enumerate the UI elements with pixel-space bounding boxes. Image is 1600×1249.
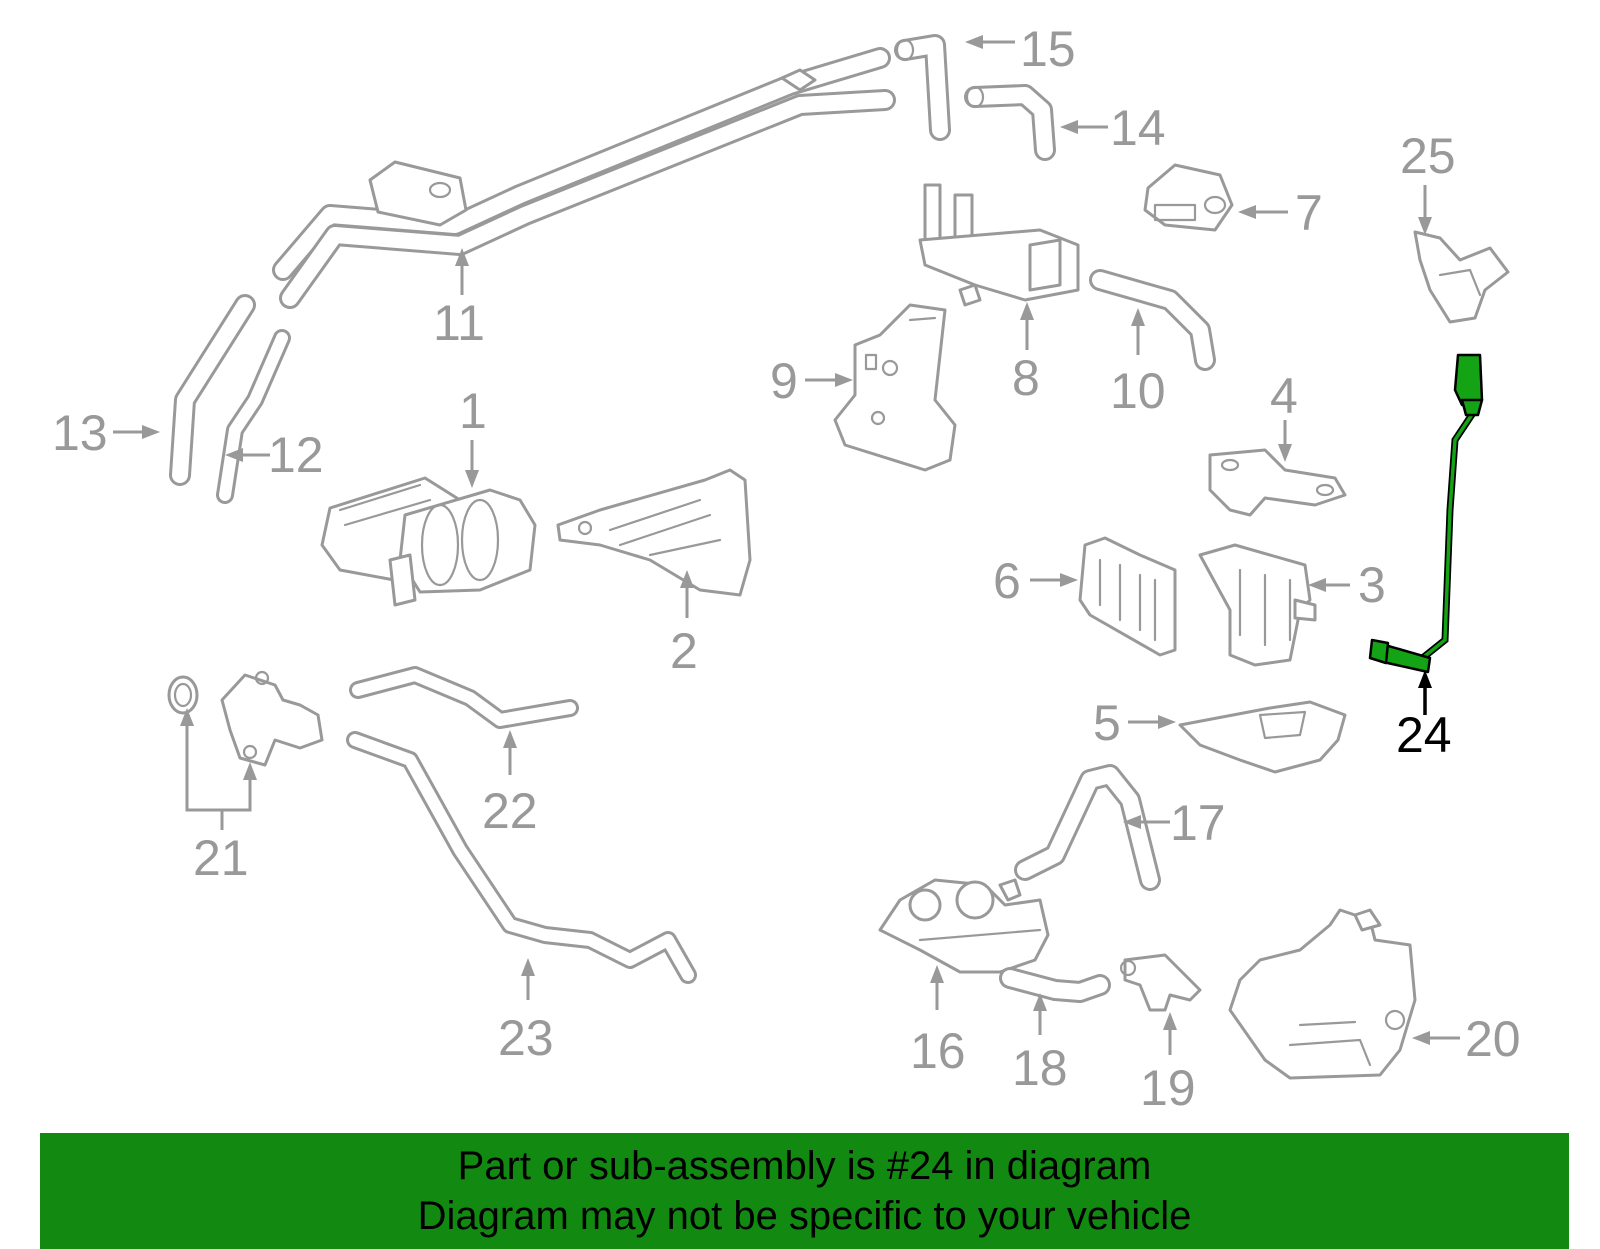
- callout-label-13: 13: [52, 405, 108, 461]
- callout-17: 17: [1123, 795, 1226, 851]
- part-5-bracket: [1178, 700, 1347, 774]
- callout-label-15: 15: [1020, 21, 1076, 77]
- callout-25: 25: [1400, 128, 1456, 235]
- banner-line-disclaimer: Diagram may not be specific to your vehi…: [417, 1194, 1192, 1238]
- callout-label-7: 7: [1295, 185, 1323, 241]
- callout-label-8: 8: [1012, 350, 1040, 406]
- callout-8: 8: [1012, 302, 1040, 406]
- callout-label-5: 5: [1093, 695, 1121, 751]
- callout-12: 12: [225, 427, 324, 483]
- part-13-hose: [169, 294, 256, 486]
- callout-label-10: 10: [1110, 363, 1166, 419]
- callout-22: 22: [482, 730, 538, 839]
- callout-label-16: 16: [910, 1023, 966, 1079]
- callout-label-19: 19: [1140, 1060, 1196, 1116]
- callout-label-24: 24: [1396, 707, 1452, 763]
- part-23-hose: [346, 731, 697, 984]
- callout-6: 6: [993, 553, 1078, 609]
- part-14-elbow-hose: [964, 84, 1056, 161]
- part-24-oxygen-sensor: [1368, 353, 1484, 674]
- part-22-hose: [349, 666, 579, 729]
- part-25-bracket: [1413, 230, 1510, 324]
- callout-label-2: 2: [670, 623, 698, 679]
- callout-19: 19: [1140, 1012, 1196, 1116]
- callout-label-17: 17: [1170, 795, 1226, 851]
- part-17-hose: [1014, 764, 1161, 891]
- part-11-tube-assembly: [272, 47, 896, 309]
- part-3-bracket: [1198, 543, 1317, 667]
- part-6-bracket: [1078, 536, 1177, 657]
- callout-20: 20: [1412, 1011, 1521, 1067]
- callout-label-22: 22: [482, 783, 538, 839]
- callout-2: 2: [670, 570, 698, 679]
- callout-label-23: 23: [498, 1010, 554, 1066]
- banner-line-part-number: Part or sub-assembly is #24 in diagram: [457, 1144, 1152, 1188]
- callout-18: 18: [1012, 993, 1068, 1096]
- callout-label-11: 11: [433, 295, 485, 351]
- callout-7: 7: [1238, 185, 1323, 241]
- callout-9: 9: [770, 353, 853, 409]
- part-19-valve: [1119, 953, 1202, 1012]
- callout-24-highlighted: 24: [1396, 670, 1452, 763]
- callout-label-9: 9: [770, 353, 798, 409]
- notice-banner: Part or sub-assembly is #24 in diagram D…: [40, 1133, 1569, 1249]
- callout-label-12: 12: [268, 427, 324, 483]
- callout-1: 1: [459, 383, 487, 488]
- callout-4: 4: [1270, 368, 1298, 462]
- callout-11: 11: [433, 248, 485, 351]
- part-10-hose: [1089, 269, 1216, 371]
- part-16-pump: [878, 878, 1050, 974]
- callout-label-1: 1: [459, 383, 487, 439]
- part-15-elbow-hose: [894, 34, 951, 141]
- callout-label-4: 4: [1270, 368, 1298, 424]
- part-12-hose: [216, 329, 291, 504]
- callout-5: 5: [1093, 695, 1176, 751]
- part-20-bracket: [1228, 908, 1417, 1080]
- callout-label-20: 20: [1465, 1011, 1521, 1067]
- callout-label-21: 21: [193, 830, 249, 886]
- part-7-sensor: [1143, 163, 1234, 232]
- part-18-hose: [999, 967, 1111, 1003]
- part-9-bracket: [833, 303, 957, 472]
- callout-3: 3: [1308, 557, 1386, 613]
- callout-10: 10: [1110, 308, 1166, 419]
- callout-13: 13: [52, 405, 160, 461]
- callout-label-14: 14: [1110, 100, 1166, 156]
- part-4-bracket: [1208, 448, 1347, 517]
- callout-14: 14: [1060, 100, 1166, 156]
- callout-23: 23: [498, 958, 554, 1066]
- callout-label-25: 25: [1400, 128, 1456, 184]
- callout-label-18: 18: [1012, 1040, 1068, 1096]
- part-21-valve: [167, 670, 324, 767]
- part-2-heat-shield: [556, 468, 752, 597]
- callout-16: 16: [910, 965, 966, 1079]
- callout-label-6: 6: [993, 553, 1021, 609]
- callout-label-3: 3: [1358, 557, 1386, 613]
- callout-21: 21: [180, 708, 257, 886]
- part-8-valve: [918, 183, 1080, 307]
- part-1-canister: [320, 476, 537, 607]
- callout-15: 15: [965, 21, 1076, 77]
